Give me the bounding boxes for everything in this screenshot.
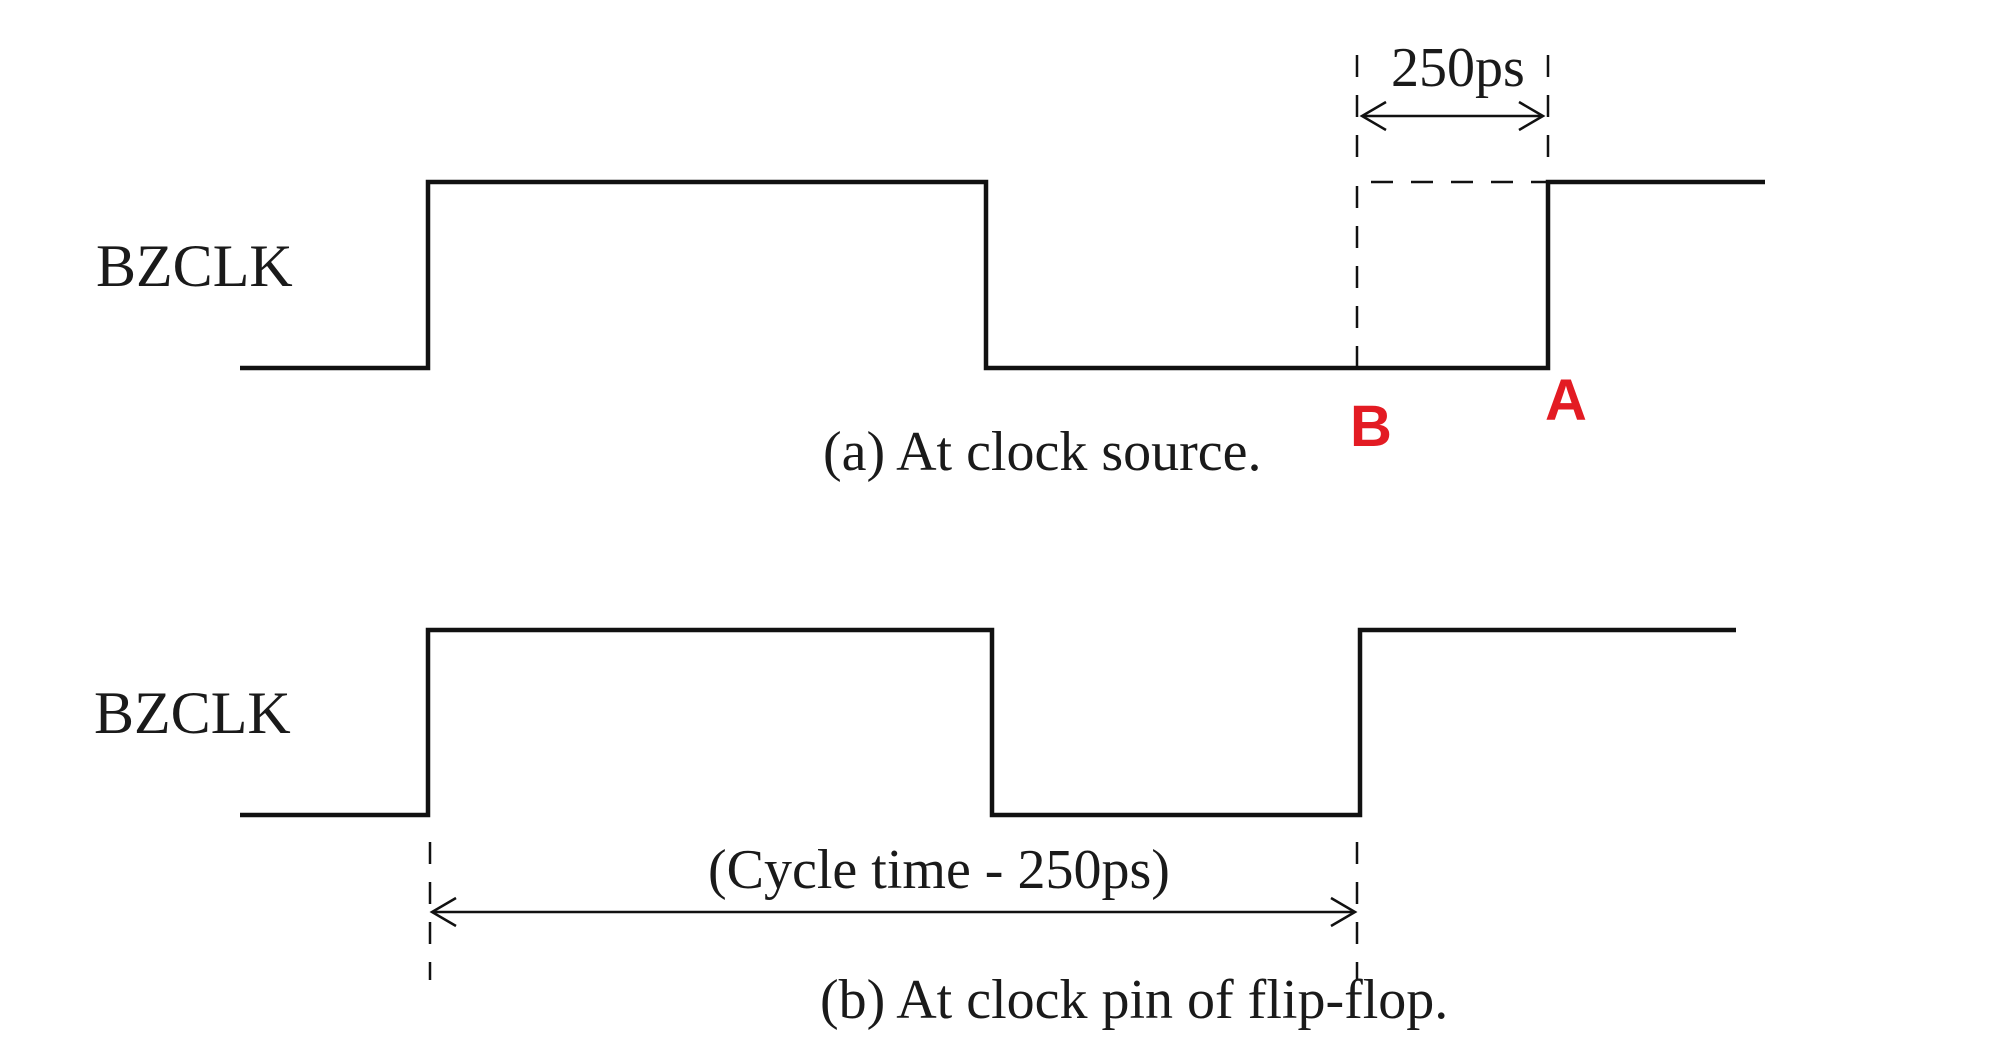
panel-a-waveform	[240, 179, 1765, 371]
panel-a-dimension-label: 250ps	[1391, 37, 1525, 99]
panel-b: BZCLK (Cycle time - 250ps) (b) At clock …	[94, 627, 1736, 1031]
panel-a-early-edge-dashed	[1355, 180, 1548, 368]
panel-a-caption: (a) At clock source.	[823, 421, 1261, 483]
panel-b-caption: (b) At clock pin of flip-flop.	[820, 969, 1448, 1031]
marker-b: B	[1350, 394, 1392, 459]
marker-a: A	[1545, 368, 1587, 433]
panel-a-signal-label: BZCLK	[96, 233, 293, 299]
panel-b-signal-label: BZCLK	[94, 680, 291, 746]
panel-b-dimension-label: (Cycle time - 250ps)	[708, 839, 1170, 901]
panel-a: BZCLK 250ps B A (a) At clock source.	[96, 37, 1765, 483]
panel-a-dimension-arrow	[1359, 100, 1546, 132]
panel-b-dimension-arrow	[429, 896, 1358, 928]
panel-b-waveform	[240, 627, 1736, 818]
